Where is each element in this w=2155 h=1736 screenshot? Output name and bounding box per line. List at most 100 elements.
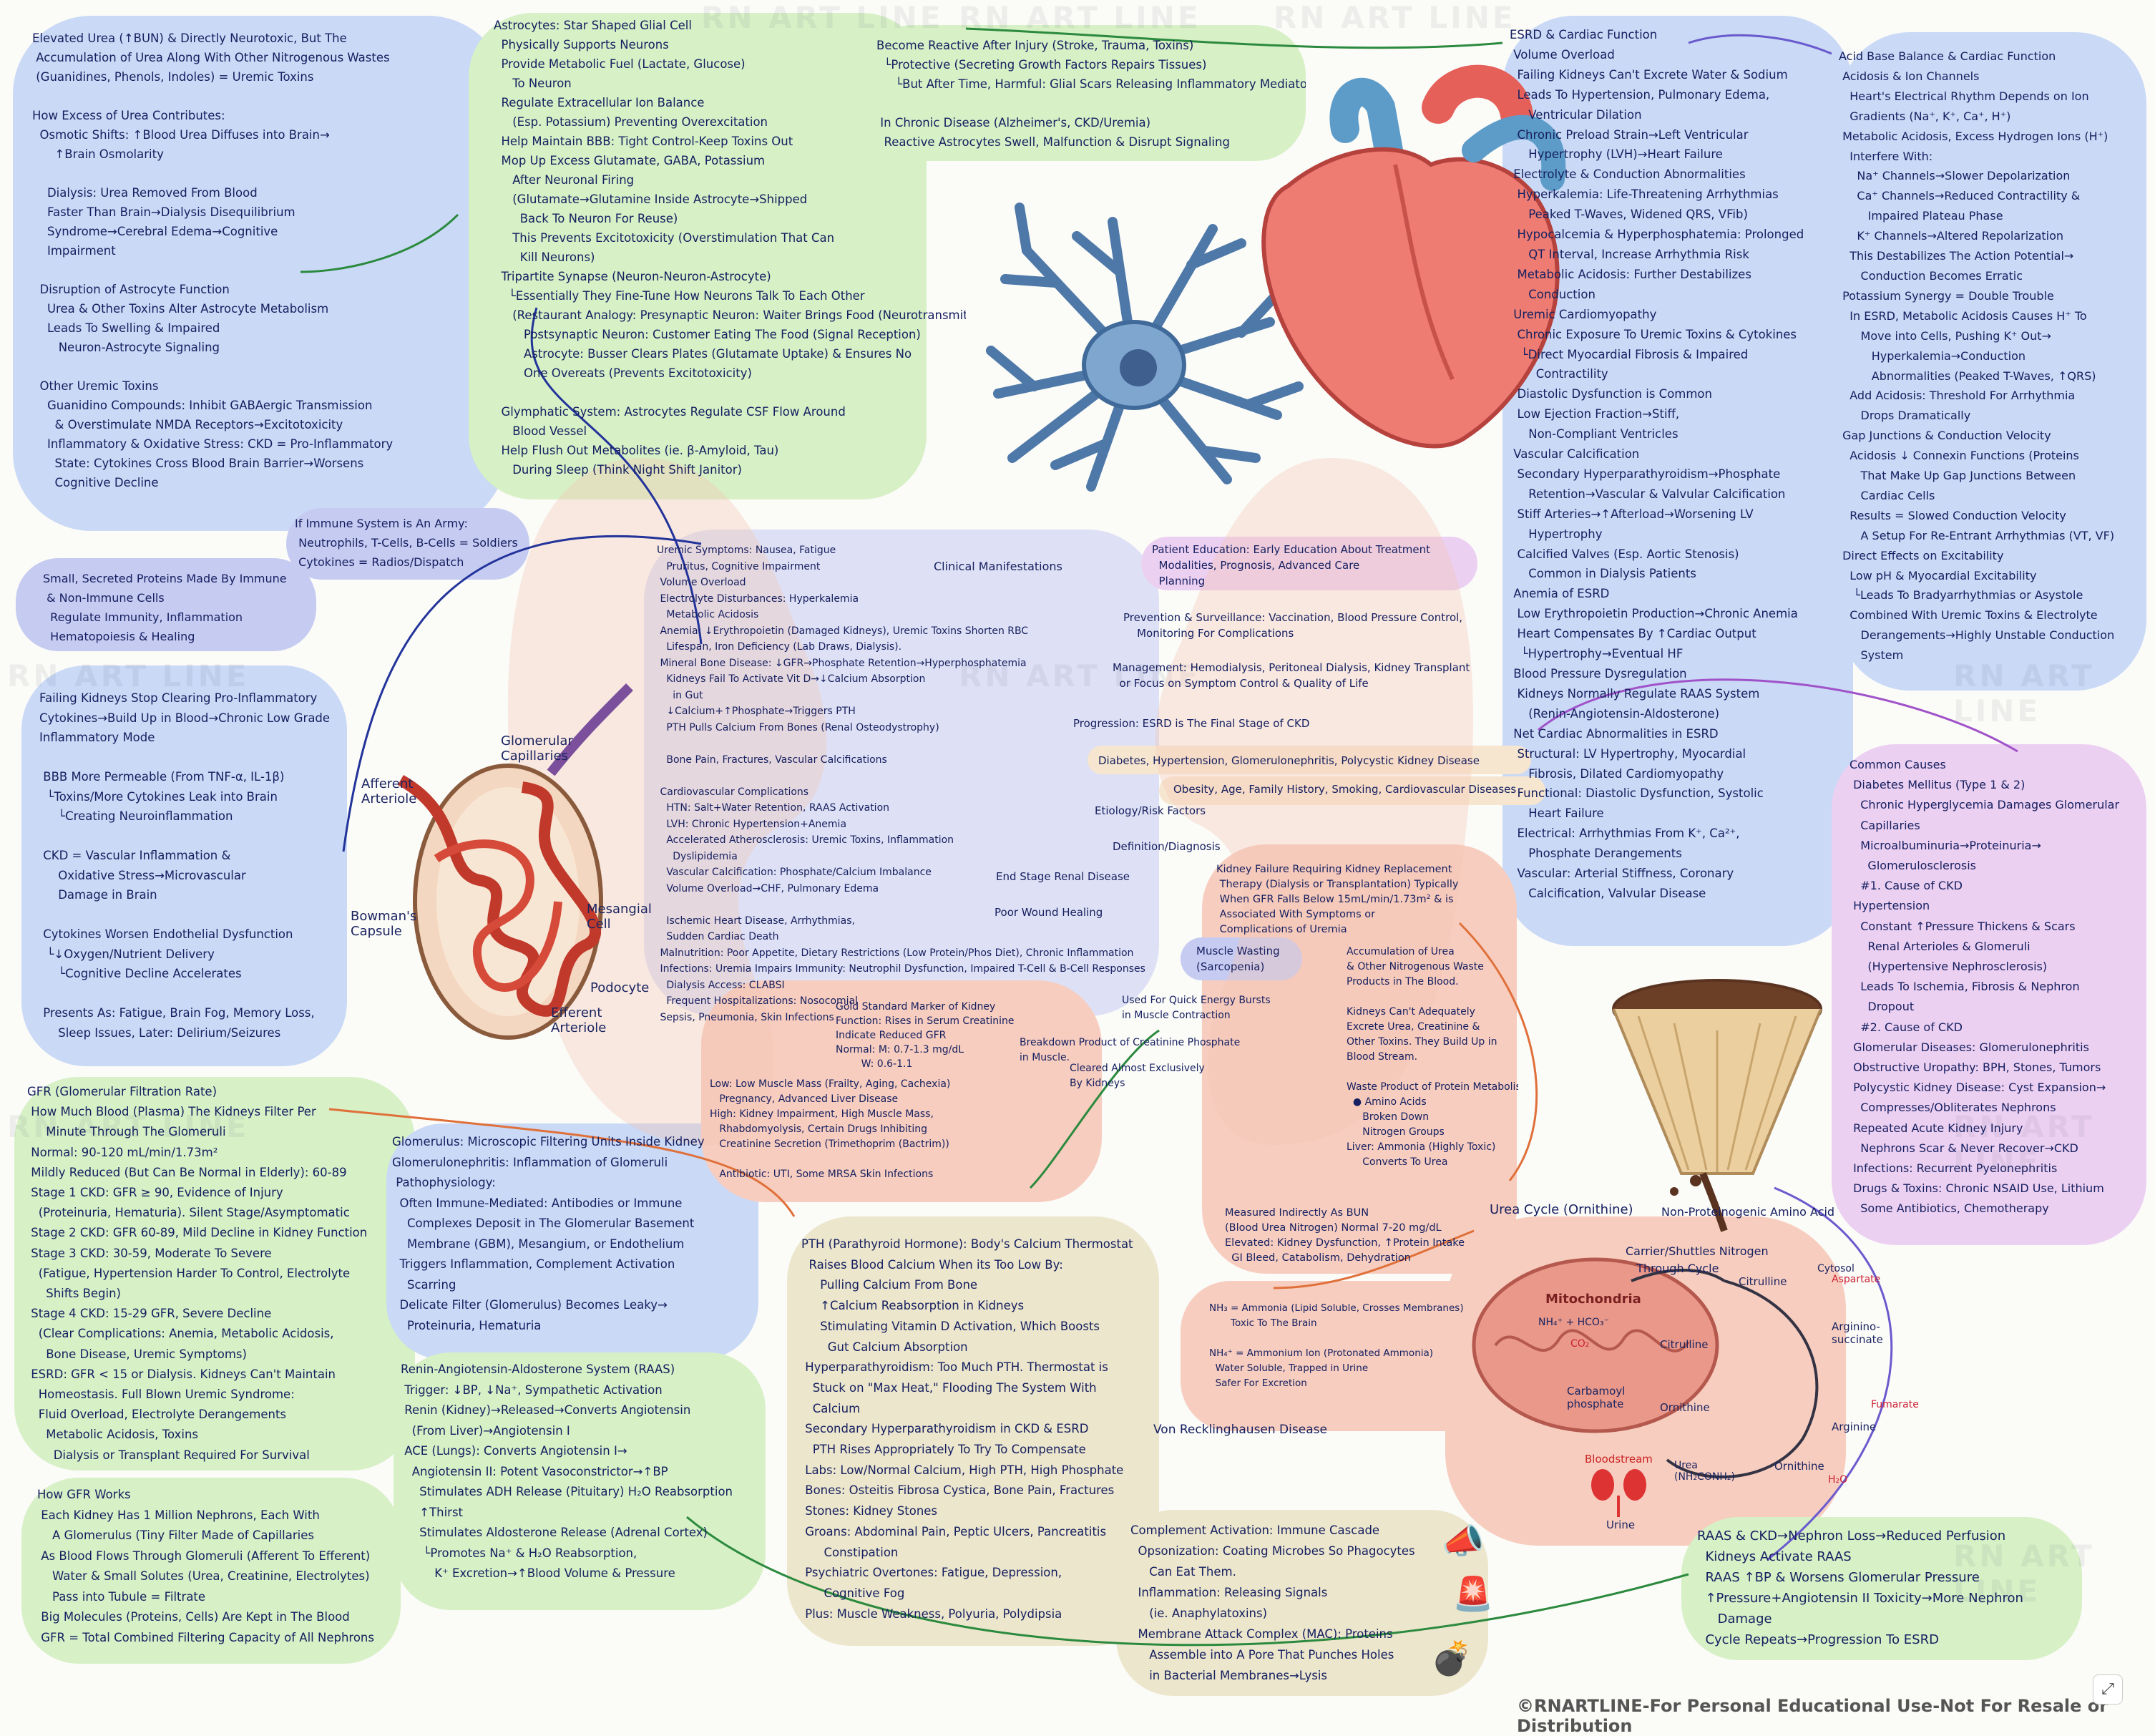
panel-raas-ckd: RAAS & CKD→Nephron Loss→Reduced Perfusio… (1697, 1528, 2023, 1647)
panel-bg-muscle (1181, 937, 1302, 980)
cannon-icon: 💣 (1431, 1639, 1472, 1677)
panel-immune-army: If Immune System is An Army: Neutrophils… (295, 517, 518, 569)
label-bloodstream: Bloodstream (1585, 1453, 1653, 1466)
panel-bg-accum (1202, 844, 1517, 1274)
watermark: RN ART LINE (1274, 0, 1516, 35)
panel-urea-cycle: Urea Cycle (Ornithine) (1490, 1202, 1633, 1217)
uc-nh4: NH₄⁺ + HCO₃⁻ (1538, 1317, 1609, 1328)
panel-bg-pth (787, 1216, 1159, 1646)
uc-co2: CO₂ (1570, 1338, 1590, 1350)
megaphone-icon: 📣 (1442, 1521, 1485, 1561)
panel-poor-wound: Poor Wound Healing (995, 906, 1103, 919)
panel-non-proteinogenic: Non-Proteinogenic Amino Acid (1661, 1205, 1835, 1219)
panel-esrd-cardiac: ESRD & Cardiac Function Volume Overload … (1510, 28, 1804, 900)
label-efferent-arteriole: Efferent Arteriole (551, 1005, 607, 1035)
panel-bg-causes (1832, 744, 2146, 1245)
panel-von-recklinghausen: Von Recklinghausen Disease (1153, 1423, 1327, 1437)
panel-breakdown: Breakdown Product of Creatinine Phosphat… (1020, 1037, 1241, 1063)
panel-bg-diabetes (1088, 746, 1531, 774)
expand-icon[interactable]: ⤢ (2093, 1674, 2123, 1705)
panel-bg-raas-ckd (1681, 1517, 2082, 1660)
panel-esrd-label: End Stage Renal Disease (996, 870, 1130, 883)
panel-glomerulus: Glomerulus: Microscopic Filtering Units … (392, 1135, 705, 1332)
panel-quick-energy: Used For Quick Energy Bursts in Muscle C… (1122, 995, 1271, 1021)
panel-gfr: GFR (Glomerular Filtration Rate) How Muc… (27, 1085, 368, 1462)
heart-drawing (1261, 64, 1566, 449)
uc-arginine: Arginine (1832, 1420, 1877, 1433)
label-urine: Urine (1606, 1518, 1636, 1531)
panel-small-proteins: Small, Secreted Proteins Made By Immune … (43, 572, 287, 643)
label-mitochondria: Mitochondria (1545, 1292, 1641, 1307)
panel-kidney-failure: Kidney Failure Requiring Kidney Replacem… (1216, 864, 1459, 935)
copyright-credit: ©RNARTLINE-For Personal Educational Use-… (1517, 1696, 2108, 1736)
watermark: RN ART LINE (7, 1109, 250, 1144)
panel-bg-acid (1839, 32, 2146, 691)
panel-acid-base: Acid Base Balance & Cardiac Function Aci… (1839, 49, 2115, 663)
panel-patient-education: Patient Education: Early Education About… (1152, 543, 1431, 587)
panel-bg-raas (394, 1352, 766, 1610)
uc-aspartate: Aspartate (1832, 1274, 1881, 1285)
panel-bg-astrocytes (469, 13, 927, 499)
panel-pth: PTH (Parathyroid Hormone): Body's Calciu… (801, 1237, 1133, 1621)
panel-clinical-manifestations: Uremic Symptoms: Nausea, Fatigue Pruritu… (657, 545, 1145, 1023)
panel-raas: Renin-Angiotensin-Aldosterone System (RA… (401, 1362, 733, 1580)
neuron-drawing (986, 203, 1304, 492)
panel-accumulation: Accumulation of Urea & Other Nitrogenous… (1347, 946, 1518, 1168)
watermark: RN ART LINE (701, 0, 944, 35)
uc-h2o: H₂O (1828, 1474, 1848, 1486)
panel-bg-complement (1116, 1510, 1488, 1696)
panel-creatinine: Gold Standard Marker of Kidney Function:… (836, 1001, 1015, 1070)
watermark: RN ART LINE (959, 658, 1201, 693)
watermark: RN ART LINE (1953, 1109, 2095, 1179)
panel-bg-patient-ed (1141, 537, 1477, 590)
watermark: RN ART LINE (1953, 658, 2095, 728)
label-bowmans-capsule: Bowman's Capsule (351, 909, 417, 939)
panel-muscle-wasting: Muscle Wasting (Sarcopenia) (1196, 945, 1280, 973)
uc-urea: Urea (NH₂CONH₂) (1674, 1460, 1735, 1483)
watermark: RN ART LINE (1953, 1538, 2095, 1609)
panel-bg-cytokines (21, 665, 347, 1066)
label-glomerular-capillaries: Glomerular Capillaries (501, 733, 573, 764)
uc-carbamoyl: Carbamoyl phosphate (1567, 1385, 1626, 1410)
siren-icon: 🚨 (1452, 1574, 1494, 1613)
panel-obesity: Obesity, Age, Family History, Smoking, C… (1173, 783, 1517, 796)
label-mesangial-cell: Mesangial Cell (587, 902, 652, 932)
panel-bg-clinical (644, 530, 1159, 1016)
panel-cleared: Cleared Almost Exclusively By Kidneys (1070, 1063, 1205, 1089)
panel-etiology: Etiology/Risk Factors (1095, 804, 1206, 817)
uc-fumarate: Fumarate (1871, 1399, 1919, 1410)
panel-nh3: NH₃ = Ammonia (Lipid Soluble, Crosses Me… (1209, 1302, 1464, 1389)
panel-cytokines: Failing Kidneys Stop Clearing Pro-Inflam… (39, 691, 331, 1040)
uc-ornithine: Ornithine (1774, 1460, 1824, 1473)
glomerulus-drawing (398, 683, 633, 1040)
mitochondria-drawing (1472, 1257, 1819, 1478)
panel-progression: Progression: ESRD is The Final Stage of … (1073, 717, 1310, 730)
panel-bg-urea (13, 16, 507, 531)
panel-astrocytes: Astrocytes: Star Shaped Glial Cell Physi… (494, 19, 966, 477)
kidney-right-shape (1155, 458, 1474, 1145)
panel-bun: Measured Indirectly As BUN (Blood Urea N… (1225, 1207, 1465, 1264)
panel-how-gfr-works: How GFR Works Each Kidney Has 1 Million … (37, 1488, 374, 1644)
panel-bg-glomerulus (386, 1123, 758, 1360)
panel-complement: Complement Activation: Immune Cascade Op… (1130, 1523, 1415, 1682)
panel-reactive-astrocytes: Become Reactive After Injury (Stroke, Tr… (876, 39, 1306, 149)
panel-bg-obesity (1159, 776, 1545, 805)
uc-argininosuccinate: Arginino- succinate (1832, 1320, 1883, 1346)
panel-diabetes-etc: Diabetes, Hypertension, Glomerulonephrit… (1098, 754, 1480, 767)
panel-clinical-title: Clinical Manifestations (934, 560, 1062, 573)
panel-low-high: Low: Low Muscle Mass (Frailty, Aging, Ca… (710, 1078, 951, 1180)
watermark: RN ART LINE (7, 658, 250, 693)
panel-management: Management: Hemodialysis, Peritoneal Dia… (1113, 661, 1470, 690)
panel-bg-immune (286, 508, 529, 580)
panel-prevention: Prevention & Surveillance: Vaccination, … (1123, 611, 1463, 640)
panel-carrier: Carrier/Shuttles Nitrogen Through Cycle (1626, 1244, 1769, 1275)
kidney-small-icons (1591, 1469, 1646, 1517)
label-podocyte: Podocyte (590, 980, 650, 995)
coffee-filter-drawing (1612, 979, 1822, 1232)
uc-citrulline-2: Citrulline (1660, 1338, 1709, 1351)
panel-definition: Definition/Diagnosis (1113, 840, 1221, 853)
panel-common-causes: Common Causes Diabetes Mellitus (Type 1 … (1849, 758, 2120, 1216)
panel-bg-gfr (14, 1077, 415, 1471)
panel-urea-neurotoxic: Elevated Urea (↑BUN) & Directly Neurotox… (32, 31, 394, 489)
